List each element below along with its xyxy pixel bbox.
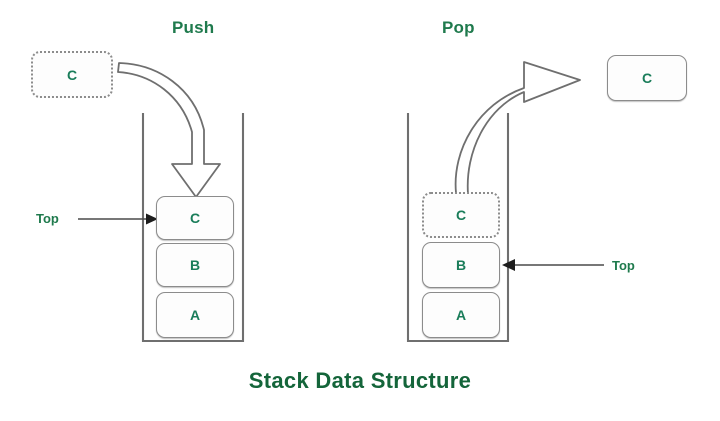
pop-stack-container <box>406 113 510 343</box>
pop-curved-arrow-icon <box>454 61 581 195</box>
push-stack-item-bottom: A <box>156 292 234 338</box>
push-top-label: Top <box>36 211 59 226</box>
pop-top-label: Top <box>612 258 635 273</box>
push-curved-arrow-icon <box>117 62 221 198</box>
push-incoming-element: C <box>31 51 113 98</box>
push-stack-item-middle: B <box>156 243 234 287</box>
pop-section-label: Pop <box>442 18 475 37</box>
push-section-label: Push <box>172 18 215 37</box>
pop-stack-item-removed: C <box>422 192 500 238</box>
pop-top-pointer <box>502 259 604 271</box>
push-stack-container <box>141 113 245 343</box>
push-top-pointer <box>78 213 158 225</box>
push-stack-item-top: C <box>156 196 234 240</box>
pop-outgoing-element: C <box>607 55 687 101</box>
pop-stack-item-bottom: A <box>422 292 500 338</box>
diagram-title: Stack Data Structure <box>248 368 472 393</box>
pop-stack-item-top: B <box>422 242 500 288</box>
